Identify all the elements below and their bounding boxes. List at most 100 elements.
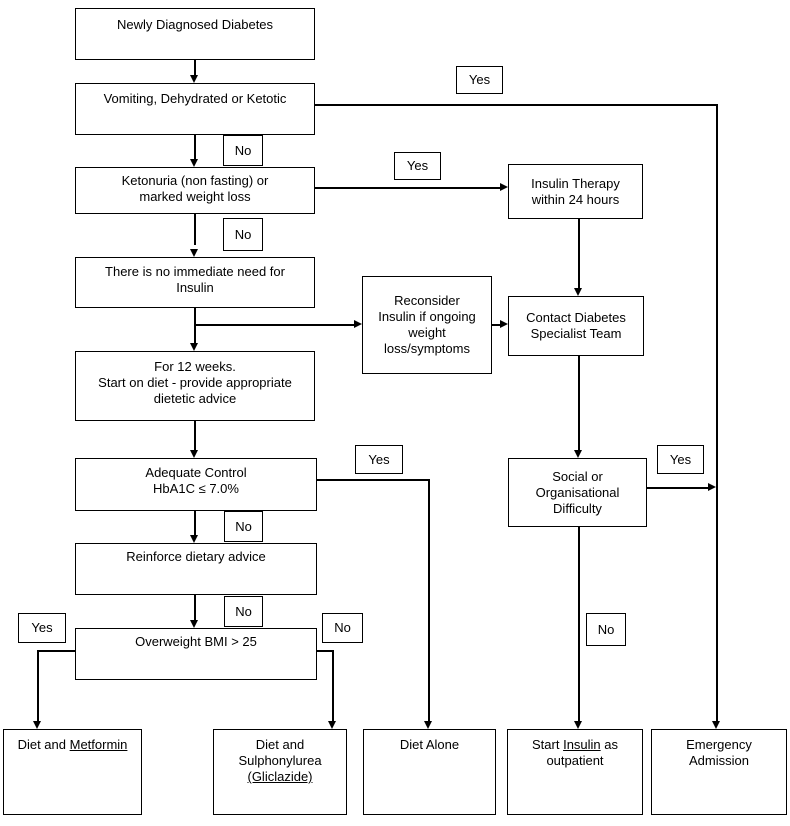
flow-box-overweight-bmi: Overweight BMI > 25	[75, 628, 317, 680]
flow-box-text: Insulin Therapy	[531, 176, 620, 191]
connector-vomiting-yes-vertical	[716, 104, 718, 721]
flow-box-text: HbA1C ≤ 7.0%	[153, 481, 239, 496]
flow-box-reconsider-insulin: Reconsider Insulin if ongoing weight los…	[362, 276, 492, 374]
flow-box-vomiting: Vomiting, Dehydrated or Ketotic	[75, 83, 315, 135]
arrowhead-down-diet-metformin	[33, 721, 41, 729]
arrowhead-down-ketonuria	[190, 159, 198, 167]
flow-box-start-insulin-outpatient: Start Insulin as outpatient	[507, 729, 643, 815]
flow-box-text-part: Start	[532, 737, 564, 752]
connector-ketonuria-yes	[315, 187, 500, 189]
connector-vomiting-to-ketonuria	[194, 135, 196, 159]
connector-overweight-yes-vertical	[37, 650, 39, 721]
label-no-ketonuria: No	[223, 218, 263, 251]
flow-box-text-underlined: Insulin	[563, 737, 601, 752]
connector-contact-to-social	[578, 356, 580, 450]
flow-box-text: dietetic advice	[153, 391, 237, 406]
label-yes-vomiting: Yes	[456, 66, 503, 94]
connector-twelve-weeks-to-adequate	[194, 421, 196, 450]
flow-box-text: within 24 hours	[531, 192, 620, 207]
connector-adequate-yes-vertical	[428, 479, 430, 721]
connector-no-immediate-to-twelve-weeks	[194, 308, 196, 343]
flow-box-text: Difficulty	[553, 501, 602, 516]
arrowhead-down-reinforce	[190, 535, 198, 543]
label-no-vomiting: No	[223, 135, 263, 166]
flow-box-text: Newly Diagnosed Diabetes	[116, 17, 274, 32]
flow-box-social-difficulty: Social or Organisational Difficulty	[508, 458, 647, 527]
flow-box-text-part: as	[600, 737, 618, 752]
arrowhead-down-diet-sulphonylurea	[328, 721, 336, 729]
flow-box-text: Contact Diabetes	[526, 310, 626, 325]
flow-box-text: Diet Alone	[399, 737, 460, 752]
label-no-social-difficulty: No	[586, 613, 626, 646]
arrowhead-right-insulin-therapy	[500, 183, 508, 191]
flow-box-text: Start on diet - provide appropriate	[98, 375, 292, 390]
label-yes-social-difficulty: Yes	[657, 445, 704, 474]
flow-box-text: Ketonuria (non fasting) or	[121, 173, 269, 188]
arrowhead-down-social	[574, 450, 582, 458]
arrowhead-down-adequate	[190, 450, 198, 458]
connector-adequate-to-reinforce	[194, 511, 196, 535]
connector-overweight-no-horizontal	[317, 650, 333, 652]
connector-social-no-to-outpatient	[578, 527, 580, 721]
flow-box-no-immediate-insulin: There is no immediate need for Insulin	[75, 257, 315, 308]
arrowhead-down-outpatient	[574, 721, 582, 729]
arrowhead-down-overweight	[190, 620, 198, 628]
connector-vomiting-yes-horizontal	[315, 104, 718, 106]
connector-ketonuria-to-no-immediate	[194, 214, 196, 245]
arrowhead-right-reconsider	[354, 320, 362, 328]
arrowhead-down-diet-alone	[424, 721, 432, 729]
flow-box-text: Adequate Control	[145, 465, 247, 480]
flow-box-insulin-therapy: Insulin Therapy within 24 hours	[508, 164, 643, 219]
connector-social-yes	[647, 487, 708, 489]
flow-box-text: Emergency	[686, 737, 752, 752]
connector-insulin-therapy-to-contact	[578, 219, 580, 288]
flow-box-emergency-admission: Emergency Admission	[651, 729, 787, 815]
flow-box-text: outpatient	[546, 753, 604, 768]
connector-reconsider-to-contact	[492, 324, 500, 326]
flow-box-text: Insulin	[176, 280, 214, 295]
flow-box-text-underlined: Metformin	[69, 737, 128, 752]
flow-box-diet-alone: Diet Alone	[363, 729, 496, 815]
flow-box-text-underlined: (Gliclazide)	[247, 769, 313, 784]
flow-box-text: marked weight loss	[139, 189, 251, 204]
flow-box-text: Start Insulin as	[508, 737, 642, 753]
flow-box-text: Reinforce dietary advice	[126, 549, 266, 564]
flow-box-text: weight	[408, 325, 446, 340]
flow-box-text: For 12 weeks.	[154, 359, 236, 374]
connector-overweight-no-vertical	[332, 650, 334, 721]
flow-box-text: Admission	[689, 753, 749, 768]
flow-box-text: Insulin if ongoing	[378, 309, 476, 324]
flow-box-text: Vomiting, Dehydrated or Ketotic	[103, 91, 287, 106]
arrowhead-right-contact	[500, 320, 508, 328]
flow-box-text: Organisational	[535, 485, 620, 500]
label-no-overweight: No	[322, 613, 363, 643]
flow-box-reinforce-dietary-advice: Reinforce dietary advice	[75, 543, 317, 595]
arrowhead-down-vomiting	[190, 75, 198, 83]
label-no-reinforce: No	[224, 596, 263, 627]
flow-box-text: Social or	[552, 469, 603, 484]
flow-box-text: Sulphonylurea	[238, 753, 322, 768]
flow-box-text-part: Diet and	[17, 737, 70, 752]
flow-box-ketonuria: Ketonuria (non fasting) or marked weight…	[75, 167, 315, 214]
connector-newly-to-vomiting	[194, 60, 196, 76]
label-yes-overweight: Yes	[18, 613, 66, 643]
flow-box-text: Overweight BMI > 25	[135, 634, 257, 649]
label-yes-adequate-control: Yes	[355, 445, 403, 474]
arrowhead-down-twelve-weeks	[190, 343, 198, 351]
flow-box-diet-metformin: Diet and Metformin	[3, 729, 142, 815]
connector-branch-to-reconsider	[194, 324, 354, 326]
flow-box-twelve-weeks-diet: For 12 weeks. Start on diet - provide ap…	[75, 351, 315, 421]
flow-box-diet-sulphonylurea: Diet and Sulphonylurea (Gliclazide)	[213, 729, 347, 815]
arrowhead-down-contact	[574, 288, 582, 296]
arrowhead-down-emergency	[712, 721, 720, 729]
label-no-adequate-control: No	[224, 511, 263, 542]
label-yes-ketonuria: Yes	[394, 152, 441, 180]
arrowhead-right-emergency-line	[708, 483, 716, 491]
flow-box-text: loss/symptoms	[384, 341, 470, 356]
connector-adequate-yes-horizontal	[317, 479, 429, 481]
flow-box-text: There is no immediate need for	[105, 264, 285, 279]
flow-box-adequate-control: Adequate Control HbA1C ≤ 7.0%	[75, 458, 317, 511]
flow-box-text: Diet and	[255, 737, 305, 752]
connector-overweight-yes-horizontal	[38, 650, 75, 652]
